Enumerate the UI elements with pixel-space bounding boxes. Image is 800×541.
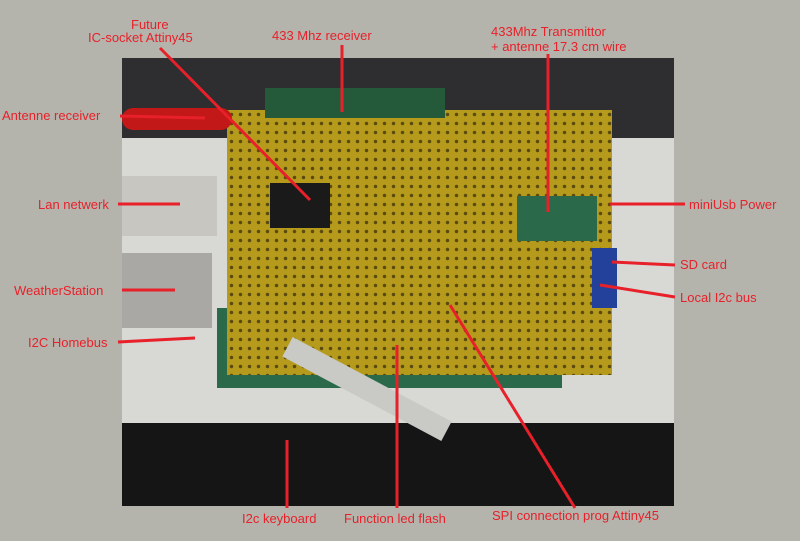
label-led: Function led flash: [344, 511, 446, 526]
label-keyboard: I2c keyboard: [242, 511, 317, 526]
label-homebus: I2C Homebus: [28, 335, 108, 350]
label-local-i2c: Local I2c bus: [680, 290, 757, 305]
lan-connector: [122, 176, 217, 236]
label-antenne-receiver: Antenne receiver: [2, 108, 101, 123]
label-miniusb: miniUsb Power: [689, 197, 777, 212]
label-spi: SPI connection prog Attiny45: [492, 508, 659, 523]
label-transmitter: 433Mhz Transmittor: [491, 24, 606, 39]
leader-local-i2c: [599, 283, 676, 299]
label-weatherstation: WeatherStation: [14, 283, 104, 298]
label-receiver: 433 Mhz receiver: [272, 28, 372, 43]
leader-sdcard: [611, 260, 676, 267]
leader-antenne-receiver: [119, 114, 206, 120]
label-antenna-wire: + antenne 17.3 cm wire: [491, 39, 627, 54]
label-lan: Lan netwerk: [38, 197, 109, 212]
receiver-module: [265, 88, 445, 118]
label-sdcard: SD card: [680, 257, 727, 272]
label-ic-socket: IC-socket Attiny45: [88, 30, 193, 45]
leader-ic-socket: [158, 46, 312, 202]
leader-spi: [448, 304, 577, 509]
label-future: Future: [131, 17, 169, 32]
sd-card: [592, 248, 617, 308]
transmitter-module: [517, 196, 597, 241]
alligator-clip: [122, 108, 232, 130]
leader-homebus: [117, 336, 196, 344]
